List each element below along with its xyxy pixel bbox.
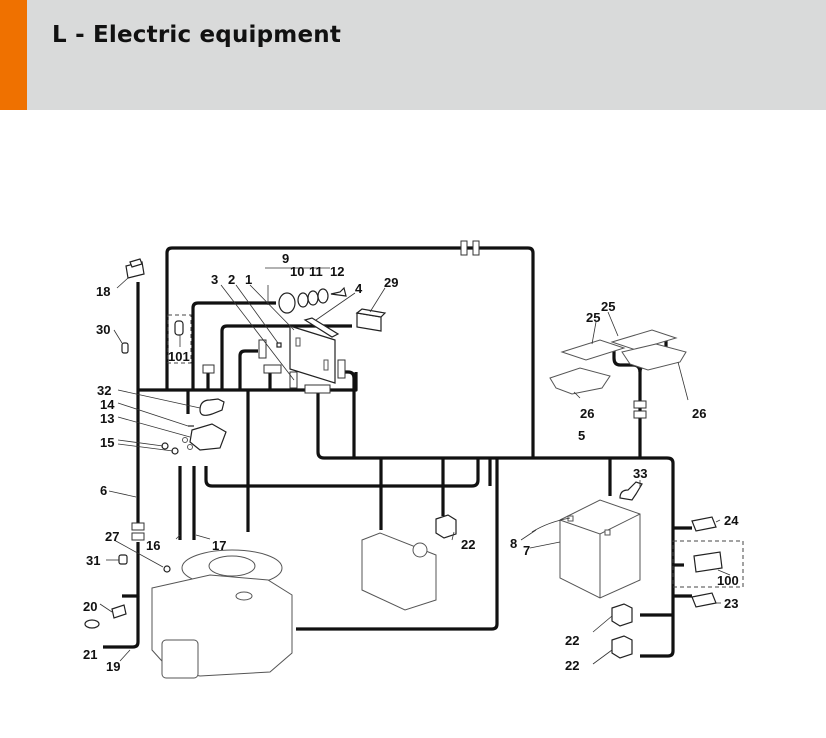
- micro-switch-kit-100-box: [672, 540, 744, 588]
- label-26a: 26: [580, 406, 594, 421]
- wire-board-right: [343, 370, 356, 458]
- wire-19: [103, 596, 140, 649]
- label-13: 13: [100, 411, 114, 426]
- label-19: 19: [106, 659, 120, 674]
- label-22c: 22: [565, 658, 579, 673]
- label-100: 100: [717, 573, 739, 588]
- switch-22a-icon: [435, 514, 457, 539]
- label-18: 18: [96, 284, 110, 299]
- label-7: 7: [523, 543, 530, 558]
- wiring-harness: [103, 246, 692, 658]
- terminal-cap-33-icon: [619, 481, 643, 501]
- connector-block-b: [263, 364, 282, 374]
- label-12: 12: [330, 264, 344, 279]
- label-29: 29: [384, 275, 398, 290]
- fuse-30-icon: [121, 342, 129, 354]
- label-11: 11: [309, 264, 323, 279]
- wire-relay: [220, 324, 352, 390]
- fuse-kit-101-icon: [174, 320, 184, 336]
- cap-32-icon: [199, 398, 225, 416]
- label-15: 15: [100, 435, 114, 450]
- switch-22c-icon: [611, 635, 633, 659]
- label-101: 101: [168, 349, 190, 364]
- label-9: 9: [282, 251, 289, 266]
- cover-25b-icon: [610, 329, 678, 351]
- label-17: 17: [212, 538, 226, 553]
- starter-solenoid-13-icon: [182, 423, 227, 451]
- connector-top-2: [472, 240, 480, 256]
- page-title: L - Electric equipment: [52, 22, 342, 48]
- label-22b: 22: [565, 633, 579, 648]
- battery-7-icon: [559, 499, 641, 599]
- label-4: 4: [355, 281, 363, 296]
- headlights-icon: [549, 329, 687, 395]
- connector-block-e: [304, 384, 331, 394]
- label-10: 10: [290, 264, 304, 279]
- label-26b: 26: [692, 406, 706, 421]
- fuel-tank-icon: [361, 532, 437, 611]
- label-23: 23: [724, 596, 738, 611]
- headlight-26a-icon: [549, 367, 611, 395]
- label-14: 14: [100, 397, 115, 412]
- strip-4-icon: [303, 317, 340, 338]
- micro-switch-100-icon: [693, 551, 723, 573]
- micro-switch-24-icon: [691, 516, 717, 532]
- lamp-socket-20-icon: [111, 604, 127, 619]
- connector-left-2: [131, 532, 145, 541]
- cover-25a-icon: [560, 339, 626, 361]
- label-5: 5: [578, 428, 585, 443]
- connector-left-1: [131, 522, 145, 531]
- connector-top-1: [460, 240, 468, 256]
- label-22a: 22: [461, 537, 475, 552]
- label-25b: 25: [586, 310, 600, 325]
- wire-fuse: [238, 349, 258, 390]
- header-accent-bar: [0, 0, 27, 110]
- label-1: 1: [245, 272, 252, 287]
- ignition-switch-9-icon: [278, 286, 347, 314]
- label-30: 30: [96, 322, 110, 337]
- relay-29-icon: [355, 308, 387, 332]
- wire-left-lower: [122, 542, 140, 598]
- label-21: 21: [83, 647, 97, 662]
- nut-27-icon: [163, 565, 171, 573]
- screw-2-icon: [276, 342, 282, 348]
- label-24: 24: [724, 513, 739, 528]
- label-32: 32: [97, 383, 111, 398]
- wire-lower-loop: [204, 458, 480, 488]
- label-6: 6: [100, 483, 107, 498]
- label-27: 27: [105, 529, 119, 544]
- engine-icon: [151, 549, 293, 679]
- micro-switch-23-icon: [691, 592, 717, 608]
- connector-lights-1: [633, 400, 647, 409]
- connector-block-d: [337, 359, 346, 379]
- wire-ignition: [191, 301, 276, 390]
- connector-lights-2: [633, 410, 647, 419]
- label-2: 2: [228, 272, 235, 287]
- label-33: 33: [633, 466, 647, 481]
- headlight-26b-icon: [621, 343, 687, 371]
- label-20: 20: [83, 599, 97, 614]
- bulb-21-icon: [84, 619, 100, 629]
- control-board-1-icon: [289, 325, 336, 384]
- wire-engine-ground: [296, 458, 499, 631]
- wire-upper-trunk: [138, 372, 358, 392]
- label-3: 3: [211, 272, 218, 287]
- page-header: L - Electric equipment: [0, 0, 826, 110]
- wire-top-loop: [165, 246, 535, 458]
- label-8: 8: [510, 536, 517, 551]
- label-25a: 25: [601, 299, 615, 314]
- label-31: 31: [86, 553, 100, 568]
- diode-31-icon: [118, 554, 128, 565]
- part-labels: 18 30 101 3 2 1 9 10 11 12 4 29 32 14 13…: [83, 251, 739, 674]
- connector-block-a: [202, 364, 215, 374]
- switch-22b-icon: [611, 603, 633, 627]
- connector-block-c: [258, 339, 267, 359]
- label-16: 16: [146, 538, 160, 553]
- wire-main-5: [316, 392, 675, 658]
- leader-lines: [99, 267, 731, 665]
- rocker-switch-18-icon: [125, 258, 145, 279]
